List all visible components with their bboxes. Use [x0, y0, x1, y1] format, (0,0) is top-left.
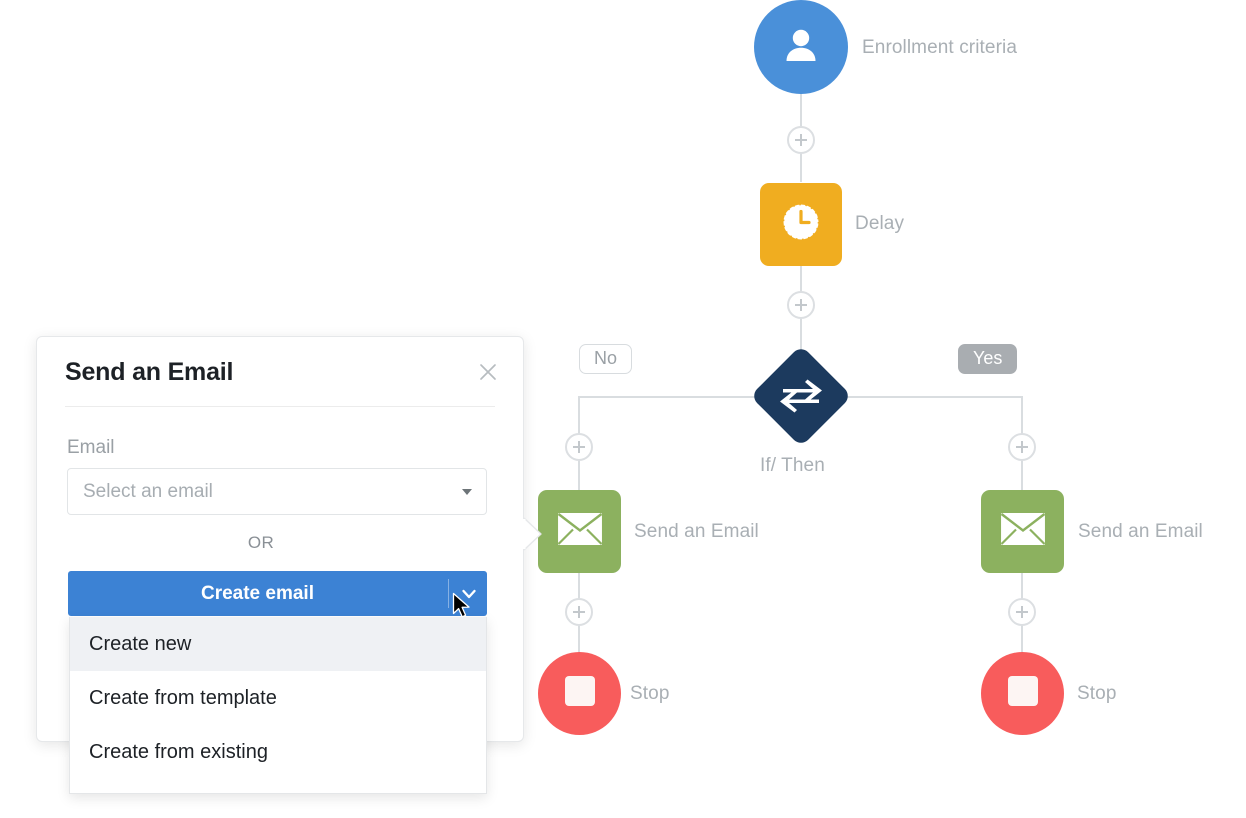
- caret-down-icon: [462, 489, 472, 495]
- chevron-down-icon[interactable]: [460, 585, 478, 603]
- node-label-send-email-yes: Send an Email: [1078, 521, 1203, 542]
- node-if-then[interactable]: [750, 345, 852, 447]
- add-step-yes-branch[interactable]: [1008, 433, 1036, 461]
- node-send-email-yes[interactable]: [981, 490, 1064, 573]
- create-email-dropdown-menu: Create new Create from template Create f…: [69, 617, 487, 794]
- node-stop-yes[interactable]: [981, 652, 1064, 735]
- add-step-delay-ifthen[interactable]: [787, 291, 815, 319]
- dropdown-item-create-from-existing[interactable]: Create from existing: [89, 740, 268, 763]
- node-label-enrollment: Enrollment criteria: [862, 37, 1018, 58]
- email-select-value: Select an email: [83, 481, 213, 502]
- node-send-email-no[interactable]: [538, 490, 621, 573]
- email-select[interactable]: Select an email: [67, 468, 487, 515]
- add-step-enrollment-delay[interactable]: [787, 126, 815, 154]
- node-delay[interactable]: [760, 183, 842, 266]
- modal-title: Send an Email: [65, 358, 234, 386]
- button-split-divider: [448, 579, 449, 608]
- node-enrollment-criteria[interactable]: [754, 0, 848, 94]
- stop-square-icon: [1007, 676, 1038, 711]
- node-stop-no[interactable]: [538, 652, 621, 735]
- dropdown-item-create-new[interactable]: Create new: [70, 617, 486, 671]
- email-field-label: Email: [67, 437, 115, 458]
- modal-header-divider: [65, 406, 495, 407]
- branch-arrows-icon: [780, 379, 822, 413]
- clock-icon: [778, 199, 824, 250]
- node-label-if-then: If/ Then: [760, 455, 825, 476]
- branch-badge-no: No: [579, 344, 633, 374]
- node-label-stop-no: Stop: [630, 683, 670, 704]
- close-icon[interactable]: [477, 361, 499, 383]
- add-step-email-stop-no[interactable]: [565, 598, 593, 626]
- add-step-no-branch[interactable]: [565, 433, 593, 461]
- branch-badge-yes: Yes: [958, 344, 1018, 374]
- envelope-icon: [556, 511, 604, 552]
- dropdown-item-create-from-template[interactable]: Create from template: [89, 686, 277, 709]
- create-email-button-label: Create email: [200, 583, 314, 604]
- add-step-email-stop-yes[interactable]: [1008, 598, 1036, 626]
- create-email-button[interactable]: Create email: [68, 571, 487, 616]
- or-separator-label: OR: [247, 533, 275, 552]
- envelope-icon: [999, 511, 1047, 552]
- stop-square-icon: [564, 676, 595, 711]
- node-label-stop-yes: Stop: [1077, 683, 1117, 704]
- person-icon: [779, 23, 823, 72]
- node-label-delay: Delay: [855, 213, 905, 234]
- node-label-send-email-no: Send an Email: [634, 521, 759, 542]
